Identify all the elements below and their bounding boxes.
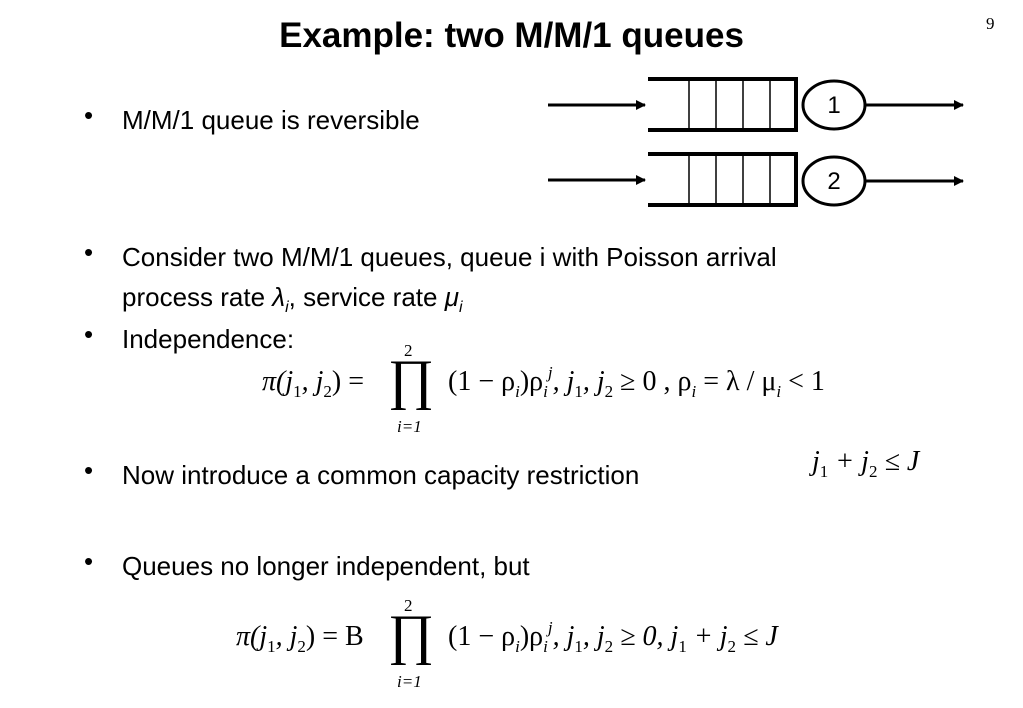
product-lower-limit: i=1	[397, 672, 422, 691]
subscript: 2	[604, 637, 614, 656]
superscript: j	[547, 363, 553, 382]
text: π(j	[262, 366, 294, 397]
product-lower-limit: i=1	[397, 417, 422, 436]
subscript: i	[458, 299, 463, 317]
bullet-marker: •	[84, 455, 94, 485]
subscript: 2	[297, 637, 306, 656]
lambda-symbol: λ	[272, 282, 286, 312]
bullet-two-queues-line2: process rate λi, service rate μi	[122, 277, 777, 328]
text: , j	[582, 621, 605, 652]
subscript: i	[691, 382, 697, 401]
bullet-reversible: M/M/1 queue is reversible	[122, 105, 420, 135]
subscript: 2	[868, 462, 878, 481]
subscript: i	[285, 299, 289, 317]
bullet-not-independent: Queues no longer independent, but	[122, 551, 530, 581]
text: ) = B	[305, 621, 364, 652]
text: ≤ J	[736, 621, 778, 652]
subscript: i	[776, 382, 782, 401]
subscript: 2	[323, 382, 332, 401]
formula-lhs: π(j1, j2) =	[262, 366, 365, 401]
text: ≤ J	[877, 446, 920, 477]
formula-capacity: j1 + j2 ≤ J	[812, 446, 920, 481]
server-2	[801, 155, 867, 207]
text: ) =	[331, 366, 365, 397]
formula-rhs: (1 − ρi)ρij, j1, j2 ≥ 0 , ρi = λ / μi < …	[448, 363, 825, 401]
subscript: 1	[267, 637, 276, 656]
text: process rate	[122, 282, 273, 312]
subscript: i	[543, 382, 548, 401]
product-symbol: ∏	[388, 349, 435, 411]
text: + j	[828, 446, 869, 477]
text: π(j	[236, 621, 268, 652]
server-1-label: 1	[827, 92, 840, 119]
product-upper-limit: 2	[404, 596, 413, 615]
bullet-marker: •	[84, 546, 94, 576]
text: , j	[301, 366, 324, 397]
subscript: 1	[678, 637, 687, 656]
bullet-two-queues-line1: Consider two M/M/1 queues, queue i with …	[122, 242, 777, 272]
queue-buffer-2	[648, 152, 798, 207]
text: )ρ	[519, 366, 544, 397]
text: )ρ	[519, 621, 544, 652]
page-number: 9	[986, 14, 995, 33]
text: , j	[552, 366, 575, 397]
text: (1 − ρ	[448, 621, 516, 652]
bullet-capacity: Now introduce a common capacity restrict…	[122, 460, 640, 490]
queue-buffer-1	[648, 77, 798, 132]
bullet-marker: •	[84, 100, 94, 130]
subscript: 1	[574, 637, 583, 656]
subscript: 1	[819, 462, 829, 481]
text: < 1	[781, 366, 825, 397]
bullet-marker: •	[84, 237, 94, 267]
subscript: i	[543, 637, 548, 656]
text: ≥ 0, j	[613, 621, 679, 652]
subscript: 1	[574, 382, 583, 401]
slide-title: Example: two M/M/1 queues	[279, 16, 744, 55]
bullet-independence: Independence:	[122, 324, 295, 354]
subscript: 2	[604, 382, 614, 401]
superscript: j	[547, 618, 553, 637]
subscript: i	[515, 637, 520, 656]
server-2-label: 2	[827, 168, 840, 195]
server-1	[801, 79, 867, 131]
bullet-two-queues: Consider two M/M/1 queues, queue i with …	[122, 237, 777, 328]
text: , j	[582, 366, 605, 397]
subscript: i	[515, 382, 520, 401]
formula2-lhs: π(j1, j2) = B	[236, 621, 364, 656]
text: , j	[552, 621, 575, 652]
text: , j	[275, 621, 298, 652]
product-upper-limit: 2	[404, 341, 413, 360]
text: j	[812, 446, 820, 477]
text: + j	[686, 621, 728, 652]
product-symbol: ∏	[388, 604, 435, 666]
mu-symbol: μ	[444, 282, 459, 312]
subscript: 2	[727, 637, 737, 656]
text: , service rate	[288, 282, 445, 312]
formula2-rhs: (1 − ρi)ρij, j1, j2 ≥ 0, j1 + j2 ≤ J	[448, 618, 778, 656]
text: ≥ 0 , ρ	[613, 366, 692, 397]
bullet-marker: •	[84, 319, 94, 349]
text: = λ / μ	[696, 366, 777, 397]
subscript: 1	[293, 382, 302, 401]
text: (1 − ρ	[448, 366, 516, 397]
